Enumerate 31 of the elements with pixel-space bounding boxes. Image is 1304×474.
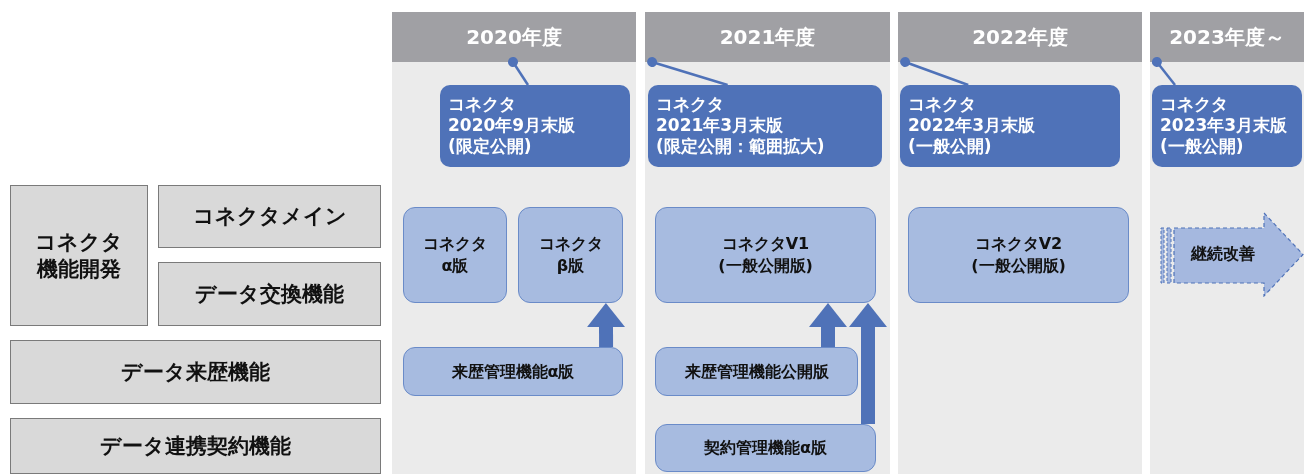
milestone-callout: コネクタ2022年3月末版(一般公開) [900, 85, 1120, 167]
leader-line [508, 57, 530, 86]
category-box: コネクタ機能開発 [10, 185, 148, 326]
feature-box: 来歴管理機能α版 [403, 347, 623, 396]
category-box: データ連携契約機能 [10, 418, 381, 474]
milestone-callout: コネクタ2023年3月末版(一般公開) [1152, 85, 1302, 167]
block-arrow [587, 303, 625, 348]
category-box: コネクタメイン [158, 185, 381, 248]
timeline-column [645, 12, 890, 474]
milestone-callout: コネクタ2020年9月末版(限定公開) [440, 85, 630, 167]
leader-line [1151, 57, 1176, 86]
feature-box: コネクタα版 [403, 207, 507, 303]
feature-box: コネクタβ版 [518, 207, 623, 303]
year-header: 2020年度 [392, 12, 636, 62]
feature-box: コネクタV1(一般公開版) [655, 207, 876, 303]
feature-box: 来歴管理機能公開版 [655, 347, 858, 396]
feature-box: 契約管理機能α版 [655, 424, 876, 472]
timeline-column [898, 12, 1142, 474]
timeline-column [1150, 12, 1304, 474]
category-box: データ交換機能 [158, 262, 381, 326]
milestone-callout: コネクタ2021年3月末版(限定公開：範囲拡大) [648, 85, 882, 167]
block-arrow [849, 303, 887, 424]
timeline-column [392, 12, 636, 474]
block-arrow [809, 303, 847, 347]
year-header: 2021年度 [645, 12, 890, 62]
year-header: 2023年度～ [1150, 12, 1304, 62]
leader-line [900, 57, 969, 87]
category-box: データ来歴機能 [10, 340, 381, 404]
feature-box: コネクタV2(一般公開版) [908, 207, 1129, 303]
leader-line [647, 57, 728, 87]
year-header: 2022年度 [898, 12, 1142, 62]
